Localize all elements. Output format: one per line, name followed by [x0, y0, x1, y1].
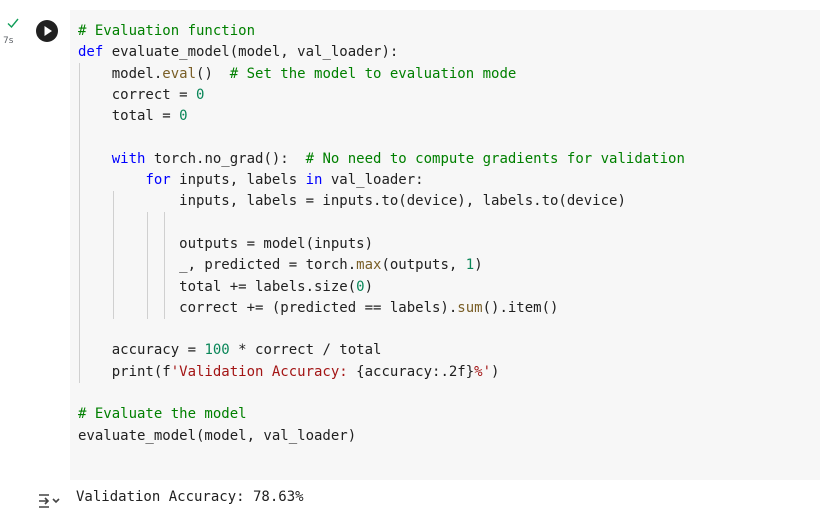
run-cell-button[interactable] — [36, 20, 58, 42]
code-line: ​ — [78, 127, 685, 148]
cell-gutter: 7s — [0, 0, 70, 524]
play-icon — [44, 26, 52, 36]
execution-time: 7s — [3, 36, 14, 46]
code-line: # Evaluation function — [78, 23, 256, 39]
code-line: model.eval() # Set the model to evaluati… — [78, 65, 517, 82]
checkmark-icon — [7, 18, 19, 29]
code-line: _, predicted = torch.max(outputs, 1) — [78, 257, 483, 274]
output-expand-icon[interactable] — [36, 490, 62, 512]
code-line: ​ — [78, 213, 685, 234]
indent-guide — [164, 212, 165, 319]
indent-guide — [113, 191, 114, 319]
code-editor[interactable]: # Evaluation function def evaluate_model(… — [78, 21, 685, 447]
code-line: print(f'Validation Accuracy: {accuracy:.… — [78, 363, 500, 380]
cell-output: Validation Accuracy: 78.63% — [0, 480, 820, 524]
output-text: Validation Accuracy: 78.63% — [76, 489, 304, 505]
code-line: correct += (predicted == labels).sum().i… — [78, 299, 559, 316]
code-line: # Evaluate the model — [78, 406, 247, 423]
indent-guide — [147, 212, 148, 319]
code-line: ​ — [78, 319, 685, 340]
code-line: total = 0 — [78, 108, 188, 125]
code-line: ​ — [78, 383, 685, 404]
indent-guide — [79, 63, 80, 383]
code-cell[interactable]: # Evaluation function def evaluate_model(… — [70, 10, 820, 480]
code-line: with torch.no_grad(): # No need to compu… — [111, 150, 685, 167]
code-line: total += labels.size(0) — [78, 278, 374, 295]
code-line: inputs, labels = inputs.to(device), labe… — [78, 193, 626, 210]
code-line: for inputs, labels in val_loader: — [145, 172, 424, 189]
code-line: accuracy = 100 * correct / total — [78, 342, 382, 359]
code-line: def evaluate_model(model, val_loader): — [78, 44, 399, 61]
code-line: correct = 0 — [78, 86, 205, 103]
code-line: evaluate_model(model, val_loader) — [78, 427, 357, 444]
code-line: outputs = model(inputs) — [78, 235, 374, 252]
